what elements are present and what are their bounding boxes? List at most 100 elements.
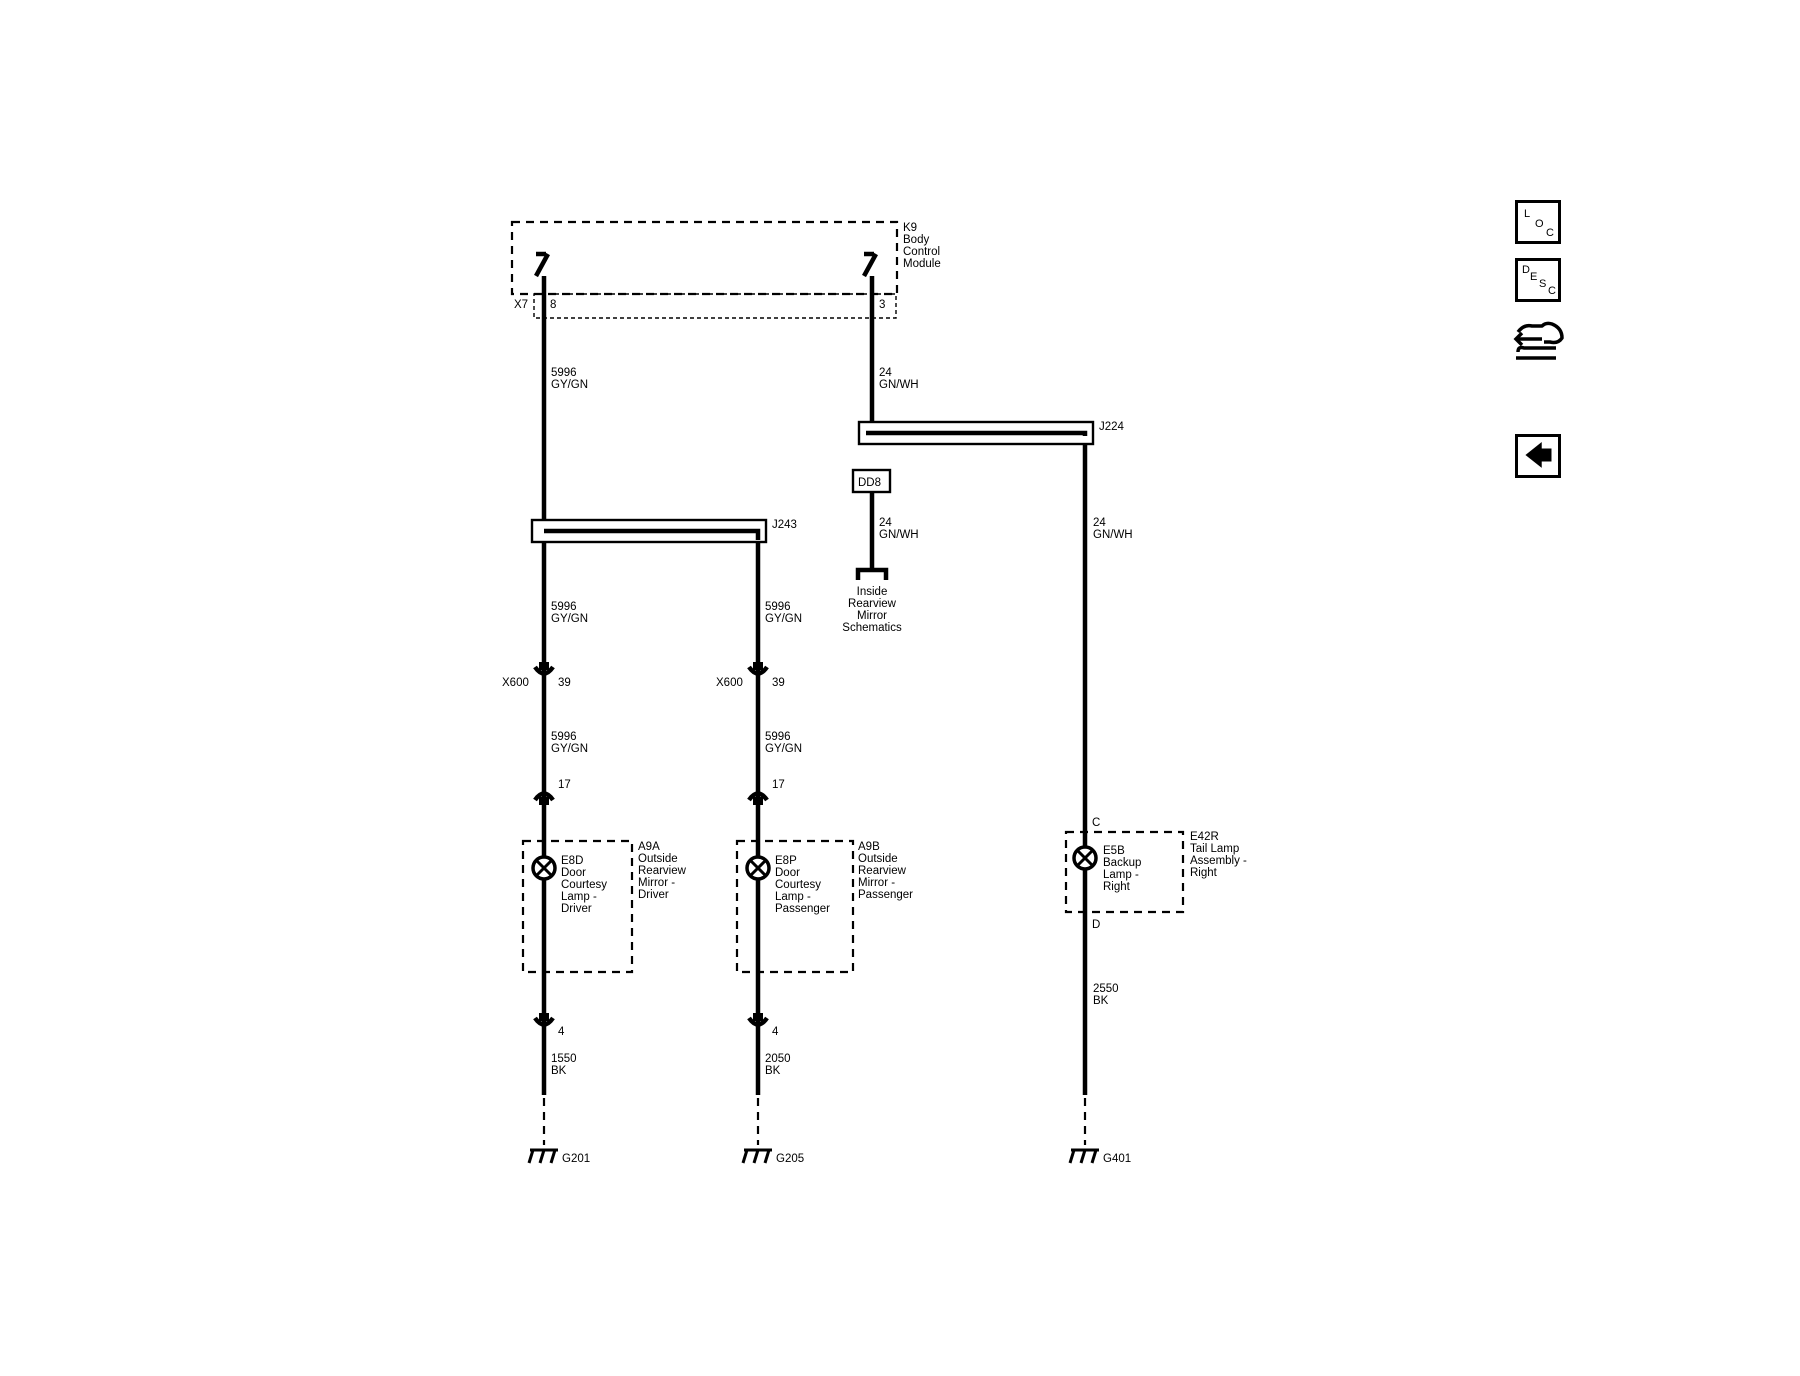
lamp-e8p-symbol [745,855,771,881]
lamp-e8p-label: Courtesy [775,879,821,891]
splice-j243-label: J243 [772,519,797,531]
wire-label: GY/GN [551,379,588,391]
k9-output-switch-left [534,251,550,278]
k9-output-switch-right [862,251,878,278]
navigation-hand-icon[interactable] [1512,318,1566,366]
tail-pin-d: D [1092,919,1100,931]
description-icon-letter: C [1548,285,1556,297]
wire-label: GN/WH [1093,529,1133,541]
wire-label: 5996 [765,731,791,743]
assembly-a9a-label: Rearview [638,865,687,877]
assembly-e42r-label: Assembly - [1190,855,1247,867]
wire-label: BK [1093,995,1109,1007]
lamp-e5b-label: Lamp - [1103,869,1139,881]
assembly-a9b-label: Rearview [858,865,907,877]
k9-pin-8: 8 [550,299,556,311]
lamp-e5b-label: Backup [1103,857,1141,869]
lamp-e8d-label: E8D [561,855,583,867]
lamp-e8p-label: E8P [775,855,797,867]
lamp-e8d-label: Door [561,867,586,879]
pin-39-left: 39 [558,677,571,689]
wire-label: GY/GN [551,613,588,625]
tail-pin-c: C [1092,817,1100,829]
k9-label-line3: Module [903,258,941,270]
lamp-e5b-symbol [1072,845,1098,871]
wire-label: GY/GN [765,743,802,755]
reference-line4: Schematics [842,622,902,634]
k9-connector-x7-outline [533,293,897,319]
assembly-a9b-label: Mirror - [858,877,895,889]
wire-label: 5996 [765,601,791,613]
lamp-e5b-label: Right [1103,881,1131,893]
pin-4-left: 4 [558,1026,565,1038]
k9-label-line2: Control [903,246,940,258]
description-icon[interactable]: D E S C [1515,258,1561,302]
wire-label: 5996 [551,601,577,613]
ground-g401-label: G401 [1103,1153,1131,1165]
reference-mirror-symbol [855,567,889,580]
assembly-a9a-label: Driver [638,889,669,901]
assembly-e42r-label: Right [1190,867,1218,879]
description-icon-letter: D [1522,264,1530,276]
k9-pin-3: 3 [879,299,885,311]
lamp-e8d-symbol [531,855,557,881]
k9-label-line1: Body [903,234,929,246]
connector-x600-left-label: X600 [502,677,529,689]
ground-g201-label: G201 [562,1153,590,1165]
wire-label: 24 [1093,517,1106,529]
assembly-a9b-outline [735,839,855,974]
wire-label: BK [551,1065,567,1077]
wire-label: 24 [879,367,892,379]
inline-connector-dd8 [851,468,892,494]
splice-j224-bar [866,430,1088,436]
connector-x600-mid [747,662,769,676]
splice-j243-bar [544,528,761,540]
wire-label: 2050 [765,1053,791,1065]
lamp-e8d-label: Lamp - [561,891,597,903]
connector-pin17-mid [747,791,769,805]
connector-pin17-left [533,791,555,805]
lamp-e8p-label: Passenger [775,903,830,915]
assembly-e42r-label: Tail Lamp [1190,843,1239,855]
assembly-a9b-label: Outside [858,853,898,865]
splice-j224-label: J224 [1099,421,1125,433]
location-icon-letter: C [1546,227,1554,239]
k9-ref: K9 [903,222,917,234]
reference-line2: Rearview [848,598,897,610]
ground-g401-symbol [1068,1148,1099,1164]
lamp-e8p-label: Door [775,867,800,879]
back-arrow-icon: 🡄 [1524,439,1553,472]
connector-pin4-mid [747,1013,769,1027]
lamp-e8d-label: Driver [561,903,592,915]
pin-4-mid: 4 [772,1026,779,1038]
connector-x600-left [533,662,555,676]
description-icon-letter: S [1539,278,1547,290]
location-icon[interactable]: L O C [1515,200,1561,244]
ground-g205-symbol [741,1148,772,1164]
wire-label: 2550 [1093,983,1119,995]
assembly-e42r-outline [1064,830,1185,914]
lamp-e8p-label: Lamp - [775,891,811,903]
pin-17-mid: 17 [772,779,785,791]
wire-label: GY/GN [765,613,802,625]
wire-label: 5996 [551,367,577,379]
k9-module-outline [510,220,899,296]
assembly-a9a-label: A9A [638,841,660,853]
connector-x7-label: X7 [514,299,528,311]
lamp-e8d-label: Courtesy [561,879,607,891]
assembly-a9a-label: Outside [638,853,678,865]
connector-pin4-left [533,1013,555,1027]
assembly-a9a-label: Mirror - [638,877,675,889]
location-icon-letter: O [1535,218,1544,230]
pin-17-left: 17 [558,779,571,791]
ground-g205-label: G205 [776,1153,804,1165]
back-button[interactable]: 🡄 [1515,434,1561,478]
location-icon-letter: L [1524,208,1531,220]
pin-39-mid: 39 [772,677,785,689]
connector-x600-mid-label: X600 [716,677,743,689]
wire-label: GN/WH [879,379,919,391]
wire-label: 24 [879,517,892,529]
lamp-e5b-label: E5B [1103,845,1125,857]
description-icon-letter: E [1530,271,1538,283]
reference-line1: Inside [857,586,888,598]
